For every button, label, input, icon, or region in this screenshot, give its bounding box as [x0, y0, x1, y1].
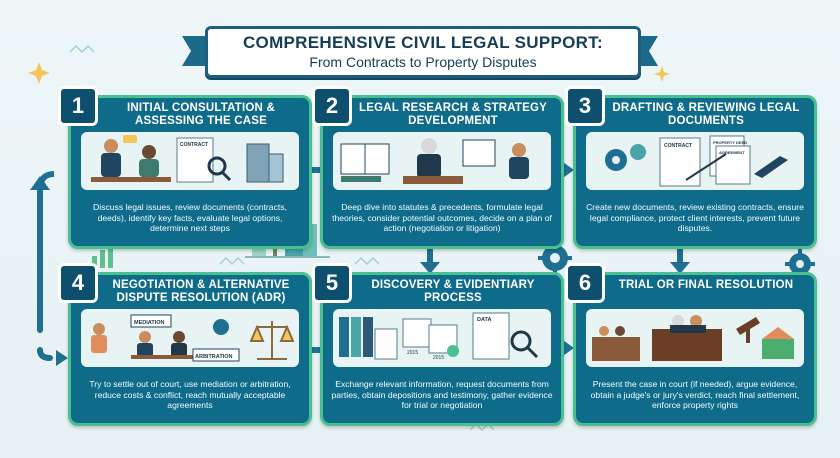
step-text: Exchange relevant information, request d…: [331, 379, 553, 411]
step-heading: DISCOVERY & EVIDENTIARY PROCESS: [371, 279, 535, 304]
step-card-5: DISCOVERY & EVIDENTIARY PROCESS 2015 201…: [320, 272, 564, 426]
drafting-icon: CONTRACT PROPERTY DEED AGREEMENT: [605, 135, 788, 187]
step-text: Present the case in court (if needed), a…: [590, 379, 800, 411]
step-text: Deep dive into statutes & precedents, fo…: [332, 202, 552, 234]
label-contract: CONTRACT: [664, 143, 692, 149]
step-card-6: TRIAL OR FINAL RESOLUTION Present the ca…: [573, 272, 817, 426]
title-line1: COMPREHENSIVE CIVIL LEGAL SUPPORT:: [242, 33, 603, 52]
discovery-illustration: 2015 2015 DATA: [333, 309, 551, 367]
step-card-3: DRAFTING & REVIEWING LEGAL DOCUMENTS CON…: [573, 95, 817, 249]
label-mediation: MEDIATION: [134, 320, 164, 326]
step-heading: LEGAL RESEARCH & STRATEGY DEVELOPMENT: [359, 102, 547, 127]
step-card-1: INITIAL CONSULTATION & ASSESSING THE CAS…: [68, 95, 312, 249]
discovery-icon: 2015 2015 DATA: [339, 312, 539, 361]
title-banner: COMPREHENSIVE CIVIL LEGAL SUPPORT: From …: [205, 26, 641, 78]
step-number-1: 1: [58, 86, 98, 126]
consultation-icon: CONTRACT: [91, 135, 284, 183]
step-heading: DRAFTING & REVIEWING LEGAL DOCUMENTS: [612, 102, 800, 127]
research-illustration: [333, 132, 551, 190]
step-text: Discuss legal issues, review documents (…: [93, 202, 287, 234]
drafting-illustration: CONTRACT PROPERTY DEED AGREEMENT: [586, 132, 804, 190]
label-2015-b: 2015: [433, 355, 444, 361]
step-number-5: 5: [312, 263, 352, 303]
step-number-2: 2: [312, 86, 352, 126]
negotiation-illustration: MEDIATION ARBITRATION: [81, 309, 299, 367]
courtroom-icon: [592, 315, 794, 361]
trial-illustration: [586, 309, 804, 367]
title-line2: From Contracts to Property Disputes: [309, 54, 537, 70]
step-number-3: 3: [565, 86, 605, 126]
label-arbitration: ARBITRATION: [195, 354, 233, 360]
step-text: Create new documents, review existing co…: [586, 202, 804, 234]
label-data: DATA: [477, 317, 491, 323]
step-number-6: 6: [565, 263, 605, 303]
step-heading: TRIAL OR FINAL RESOLUTION: [618, 279, 794, 291]
step-heading: NEGOTIATION & ALTERNATIVE DISPUTE RESOLU…: [112, 279, 290, 304]
research-icon: [340, 138, 529, 184]
label-contract: CONTRACT: [180, 142, 208, 148]
step-number-4: 4: [58, 263, 98, 303]
step-text: Try to settle out of court, use mediatio…: [89, 379, 291, 411]
label-property-deed: PROPERTY DEED: [713, 140, 747, 145]
label-2015-a: 2015: [407, 350, 418, 356]
step-heading: INITIAL CONSULTATION & ASSESSING THE CAS…: [127, 102, 275, 127]
step-card-4: NEGOTIATION & ALTERNATIVE DISPUTE RESOLU…: [68, 272, 312, 426]
step-card-2: LEGAL RESEARCH & STRATEGY DEVELOPMENT De…: [320, 95, 564, 249]
consultation-illustration: CONTRACT: [81, 132, 299, 190]
label-agreement: AGREEMENT: [719, 150, 745, 155]
negotiation-icon: MEDIATION ARBITRATION: [91, 314, 295, 362]
